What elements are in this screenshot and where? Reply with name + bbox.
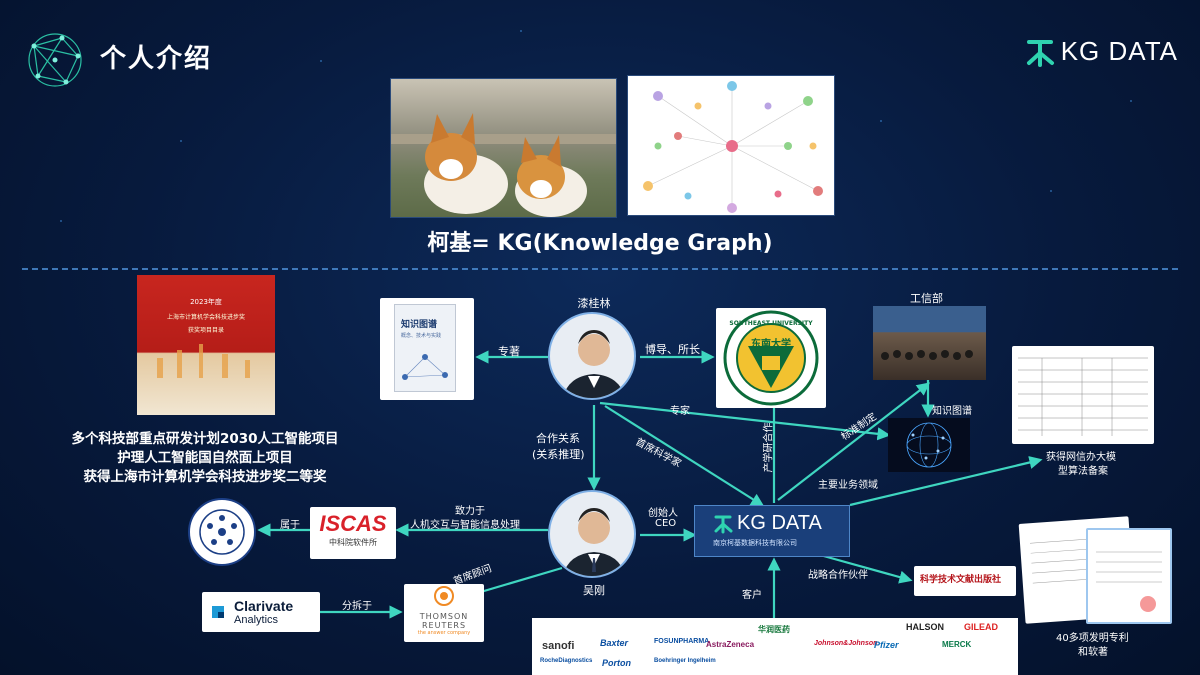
partner-logo: Porton: [602, 658, 631, 668]
algorithm-registration-doc: [1012, 346, 1154, 444]
award-cert-year: 2023年度: [190, 298, 222, 306]
edge-label-expert: 专家: [670, 406, 690, 417]
clarivate-analytics: Analytics: [234, 614, 279, 626]
iscas-logo: ISCAS 中科院软件所: [310, 507, 396, 559]
edge-label-spinoff: 分拆于: [342, 601, 372, 612]
seu-english-name: SOUTHEAST UNIVERSITY: [729, 320, 813, 327]
award-line-1: 多个科技部重点研发计划2030人工智能项目: [71, 431, 339, 447]
kg-caption: 柯基= KG(Knowledge Graph): [427, 231, 773, 256]
kgdata-full-name: 南京柯基数据科技有限公司: [713, 539, 797, 547]
person2-avatar: [548, 490, 636, 578]
award-line-3: 获得上海市计算机学会科技进步奖二等奖: [83, 469, 327, 485]
customer-logo-strip: sanofi Baxter FOSUNPHARMA AstraZeneca 华润…: [532, 618, 1018, 675]
reuters-name: REUTERS: [421, 621, 467, 630]
kg-globe-image: [888, 418, 970, 472]
partner-logo: GILEAD: [964, 622, 999, 632]
miit-label: 工信部: [910, 292, 943, 305]
page-title: 个人介绍: [100, 44, 213, 74]
brand-name: KG DATA: [1060, 36, 1178, 66]
award-line-2: 护理人工智能国自然面上项目: [117, 450, 293, 466]
algo-registration-label-2: 型算法备案: [1058, 466, 1108, 477]
edge-label-author: 专著: [498, 345, 520, 358]
edge-label-main-business: 主要业务领域: [818, 480, 878, 491]
partner-logo: HALSON: [906, 622, 944, 632]
edge-label-belongs: 属于: [280, 520, 300, 531]
edge-label-reasoning: (关系推理): [532, 448, 585, 461]
edge-label-cooperation: 合作关系: [536, 432, 580, 445]
book-subtitle: 概念、技术与实践: [401, 333, 442, 339]
edge-label-strategic: 战略合作伙伴: [808, 570, 868, 581]
kgdata-company-box: KG DATA 南京柯基数据科技有限公司: [694, 505, 850, 557]
corgi-photo: [390, 78, 617, 218]
brand-logo: KG DATA: [1025, 36, 1178, 67]
person1-name: 漆桂林: [577, 297, 611, 310]
miit-meeting-photo: [873, 306, 986, 380]
patents-label-2: 和软著: [1078, 647, 1108, 658]
thomson-name: THOMSON: [419, 612, 469, 621]
clarivate-logo: Clarivate Analytics: [202, 592, 320, 632]
award-cert-title: 上海市计算机学会科技进步奖: [166, 314, 245, 321]
edge-label-industry: 产学研合作: [763, 422, 775, 473]
edge-label-ceo: CEO: [655, 518, 677, 529]
kg-logo-icon-small: [714, 515, 733, 533]
partner-logo: 华润医药: [758, 625, 790, 634]
publisher-name: 科学技术文献出版社: [920, 575, 1002, 585]
iscas-name: ISCAS: [319, 511, 387, 536]
thomson-reuters-logo: THOMSON REUTERS the answer company: [404, 584, 484, 642]
algo-registration-label: 获得网信办大模: [1046, 452, 1116, 463]
award-cert-sub: 获奖项目目录: [187, 327, 224, 334]
person2-name: 吴刚: [583, 584, 605, 597]
clarivate-name: Clarivate: [234, 598, 294, 614]
edge-label-customer: 客户: [742, 590, 762, 601]
partner-logo: AstraZeneca: [706, 640, 755, 649]
partner-logo: FOSUNPHARMA: [654, 638, 710, 645]
partner-logo: Johnson&Johnson: [814, 640, 878, 647]
thomson-tagline: the answer company: [417, 630, 471, 636]
award-certificate: 2023年度 上海市计算机学会科技进步奖 获奖项目目录: [137, 275, 275, 415]
partner-logo: sanofi: [542, 640, 575, 652]
partner-logo: RocheDiagnostics: [540, 658, 593, 664]
book-title: 知识图谱: [401, 320, 438, 330]
cas-logo: [188, 498, 256, 566]
iscas-chinese-name: 中科院软件所: [329, 538, 377, 547]
patents-label: 40多项发明专利: [1056, 633, 1129, 644]
seu-chinese-name: 东南大学: [751, 339, 791, 350]
knowledge-graph-image: [627, 75, 835, 216]
section-divider: [22, 268, 1178, 270]
edge-label-dedicated: 致力于: [455, 506, 485, 517]
edge-label-founder: 创始人: [648, 508, 678, 519]
edge-label-hci: 人机交互与智能信息处理: [410, 520, 520, 531]
book-cover: 知识图谱 概念、技术与实践: [380, 298, 474, 400]
partner-logo: Pfizer: [874, 640, 899, 650]
patent-certificate-2: [1086, 528, 1172, 624]
partner-logo: MERCK: [942, 640, 972, 649]
edge-label-advisor: 博导、所长: [645, 343, 700, 356]
publisher-logo: 科学技术文献出版社: [914, 566, 1016, 596]
partner-logo: Boehringer Ingelheim: [654, 658, 716, 664]
partner-logo: Baxter: [600, 638, 629, 648]
clarivate-icon: [212, 606, 224, 618]
southeast-university-logo: SOUTHEAST UNIVERSITY 东南大学: [716, 308, 826, 408]
person1-avatar: [548, 312, 636, 400]
edge-label-kg: 知识图谱: [932, 406, 972, 417]
network-globe-icon: [28, 33, 82, 87]
kg-logo-icon: [1026, 39, 1054, 67]
kgdata-name: KG DATA: [737, 512, 822, 534]
